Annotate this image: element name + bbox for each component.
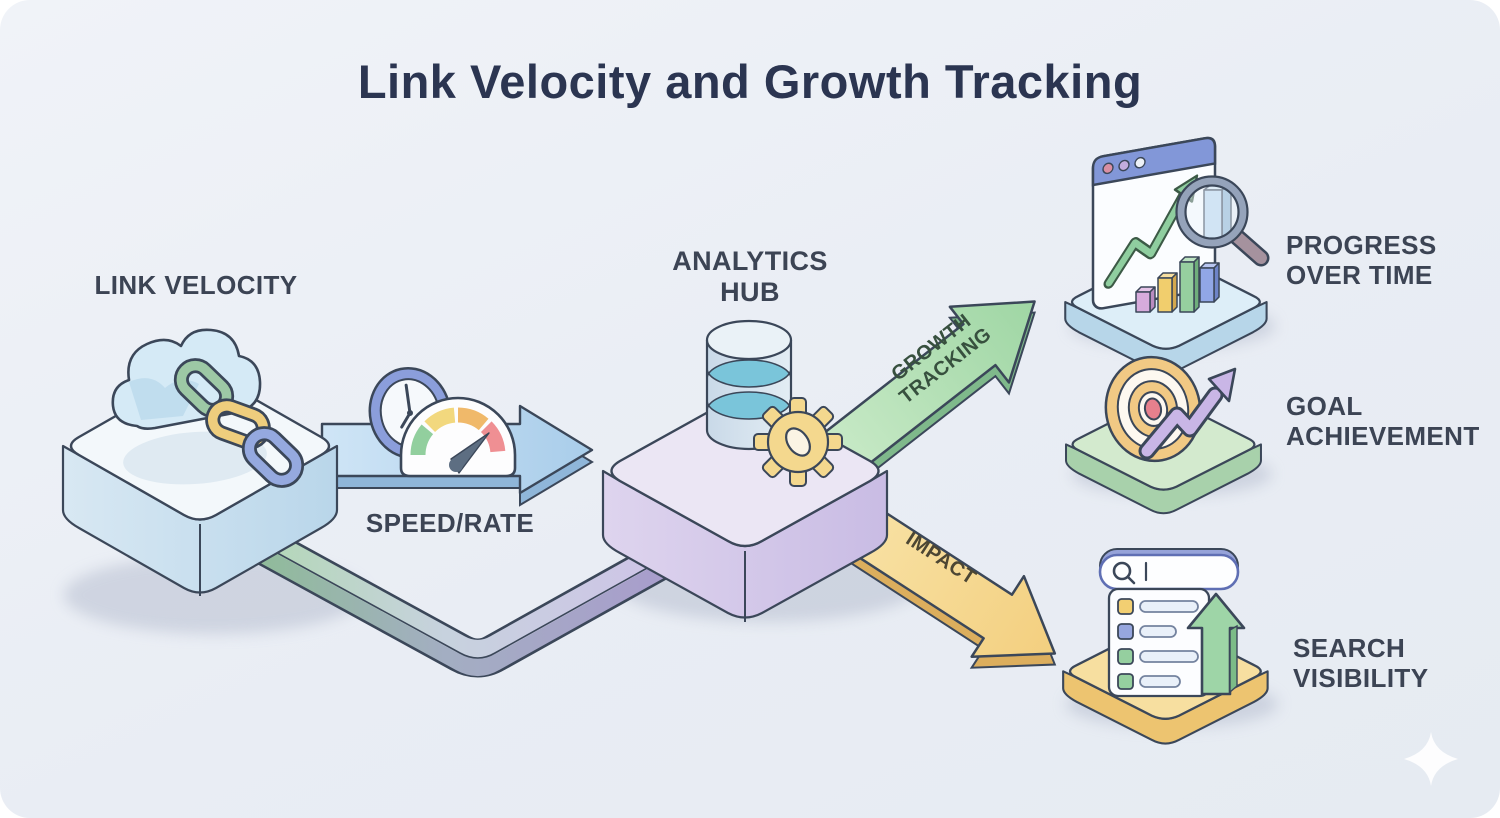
search-bar-icon — [1098, 548, 1240, 591]
label-progress-over-time: PROGRESS OVER TIME — [1286, 230, 1437, 290]
label-link-velocity: LINK VELOCITY — [94, 270, 298, 300]
page-title: Link Velocity and Growth Tracking — [357, 55, 1143, 108]
label-speed-rate: SPEED/RATE — [365, 508, 535, 538]
gear-icon — [753, 397, 843, 487]
chain-links-icon — [173, 358, 305, 488]
browser-chart-icon — [1091, 136, 1217, 310]
label-search-visibility: SEARCH VISIBILITY — [1293, 633, 1429, 693]
speed-gauge-icon — [368, 366, 517, 478]
sparkle-icon — [1404, 732, 1458, 786]
label-goal-achievement: GOAL ACHIEVEMENT — [1286, 391, 1480, 451]
zigzag-arrow-icon — [1138, 367, 1237, 460]
rank-up-arrow-icon — [1186, 592, 1246, 696]
bar-chart-icon — [1135, 256, 1220, 313]
flow-ribbon-connector — [230, 518, 703, 678]
label-analytics-hub: ANALYTICS HUB — [672, 246, 828, 307]
magnifier-icon — [1175, 175, 1270, 267]
